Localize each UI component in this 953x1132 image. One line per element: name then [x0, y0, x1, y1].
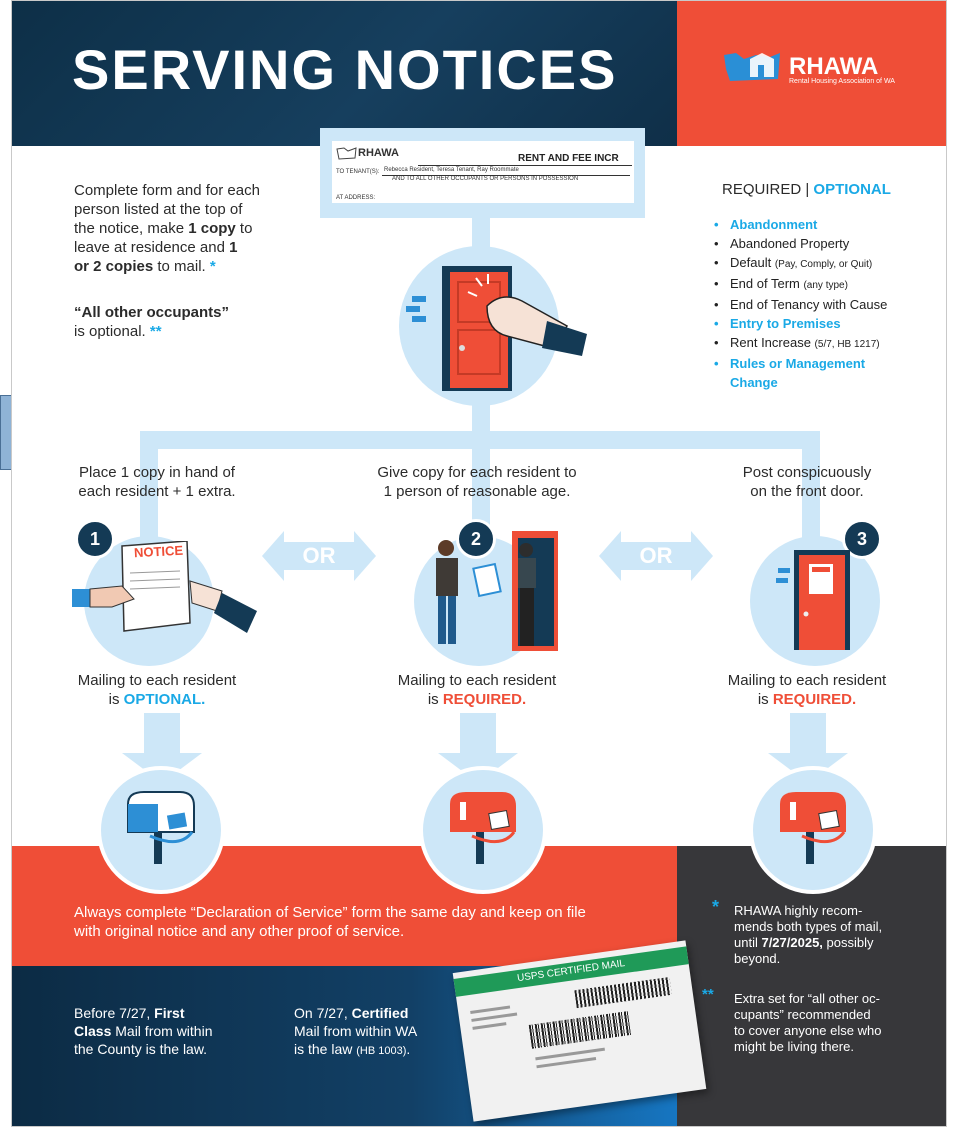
form-tenant-names: Rebecca Resident, Teresa Tenant, Ray Roo… — [384, 167, 519, 173]
footnote-star: ** — [702, 986, 714, 1003]
intro-line: leave at residence and — [74, 239, 230, 256]
required-optional-heading: REQUIRED | OPTIONAL — [722, 181, 891, 198]
mailbox-red-icon — [450, 792, 516, 864]
status-required: REQUIRED. — [772, 691, 857, 708]
logo-subtitle: Rental Housing Association of WA — [789, 78, 895, 85]
connector-right — [802, 431, 820, 551]
or-arrow-right: OR — [599, 531, 713, 581]
down-arrow-3 — [768, 713, 848, 783]
form-occupants-line: AND TO ALL OTHER OCCUPANTS OR PERSONS IN… — [392, 176, 579, 182]
occupants-bold: “All other occupants” — [74, 304, 230, 321]
intro-line: Complete form and for each — [74, 182, 260, 199]
intro-line: to mail. — [153, 258, 210, 275]
mailbox-blue-icon — [127, 791, 195, 864]
status-optional: OPTIONAL. — [123, 691, 206, 708]
header-logo-panel — [677, 1, 946, 146]
step-2-badge: 2 — [456, 519, 496, 559]
form-title: RENT AND FEE INCR — [518, 153, 619, 164]
declaration-text: Always complete “Declaration of Service”… — [74, 904, 586, 940]
footnote-star: ** — [149, 323, 162, 340]
intro-line: the notice, make — [74, 220, 189, 237]
footnote-star: * — [209, 258, 216, 275]
down-arrow-1 — [122, 713, 202, 783]
person-handoff-icon — [436, 531, 558, 651]
list-item: Rent Increase (5/7, HB 1217) — [710, 333, 930, 354]
list-item: Abandoned Property — [710, 234, 930, 253]
list-item: Entry to Premises — [710, 314, 930, 333]
intro-bold: or 2 copies — [74, 258, 154, 275]
infographic-page: SERVING NOTICES RHAWA Rental Housing Ass… — [11, 0, 947, 1127]
footnote-1: * RHAWA highly recom- mends both types o… — [712, 897, 883, 966]
notice-type-list: Abandonment Abandoned Property Default (… — [710, 215, 930, 392]
occupants-rest: is optional. — [74, 323, 150, 340]
notice-paper-label: NOTICE — [133, 542, 184, 561]
occupants-note: “All other occupants” is optional. ** — [74, 303, 284, 341]
required-label: REQUIRED | — [722, 181, 814, 198]
intro-bold: 1 copy — [188, 220, 236, 237]
intro-line: person listed at the top of — [74, 201, 243, 218]
footnote-2: ** Extra set for “all other oc- cupants”… — [702, 986, 882, 1055]
form-tenant-label: TO TENANT(S): — [336, 169, 380, 175]
connector-mid — [472, 441, 490, 531]
intro-line: to — [235, 220, 253, 237]
door-knock-icon — [406, 266, 587, 391]
list-item: Abandonment — [710, 215, 930, 234]
connector-left — [140, 431, 158, 551]
form-address-label: AT ADDRESS: — [336, 195, 376, 201]
rhawa-logo-icon — [724, 53, 780, 81]
form-preview: RHAWA RENT AND FEE INCR TO TENANT(S): Re… — [332, 141, 634, 203]
page-title: SERVING NOTICES — [72, 38, 618, 101]
form-logo-text: RHAWA — [358, 147, 399, 159]
list-item: End of Tenancy with Cause — [710, 295, 930, 314]
form-logo-icon — [336, 147, 357, 160]
header-banner — [12, 1, 677, 146]
step-1-badge: 1 — [75, 519, 115, 559]
footnote-star: * — [712, 897, 720, 917]
intro-text: Complete form and for each person listed… — [74, 181, 284, 276]
list-item: End of Term (any type) — [710, 274, 930, 295]
or-arrow-left: OR — [262, 531, 376, 581]
logo-wordmark: RHAWA — [789, 53, 879, 80]
status-required: REQUIRED. — [442, 691, 527, 708]
list-item: Rules or Management Change — [710, 354, 880, 392]
hand-delivery-icon — [72, 541, 257, 633]
connector-horizontal — [140, 431, 820, 449]
list-item: Default (Pay, Comply, or Quit) — [710, 253, 930, 274]
mailbox-red-icon — [780, 792, 846, 864]
door-posting-icon — [776, 550, 850, 650]
optional-label: OPTIONAL — [813, 181, 891, 198]
down-arrow-2 — [438, 713, 518, 783]
intro-bold: 1 — [229, 239, 238, 256]
